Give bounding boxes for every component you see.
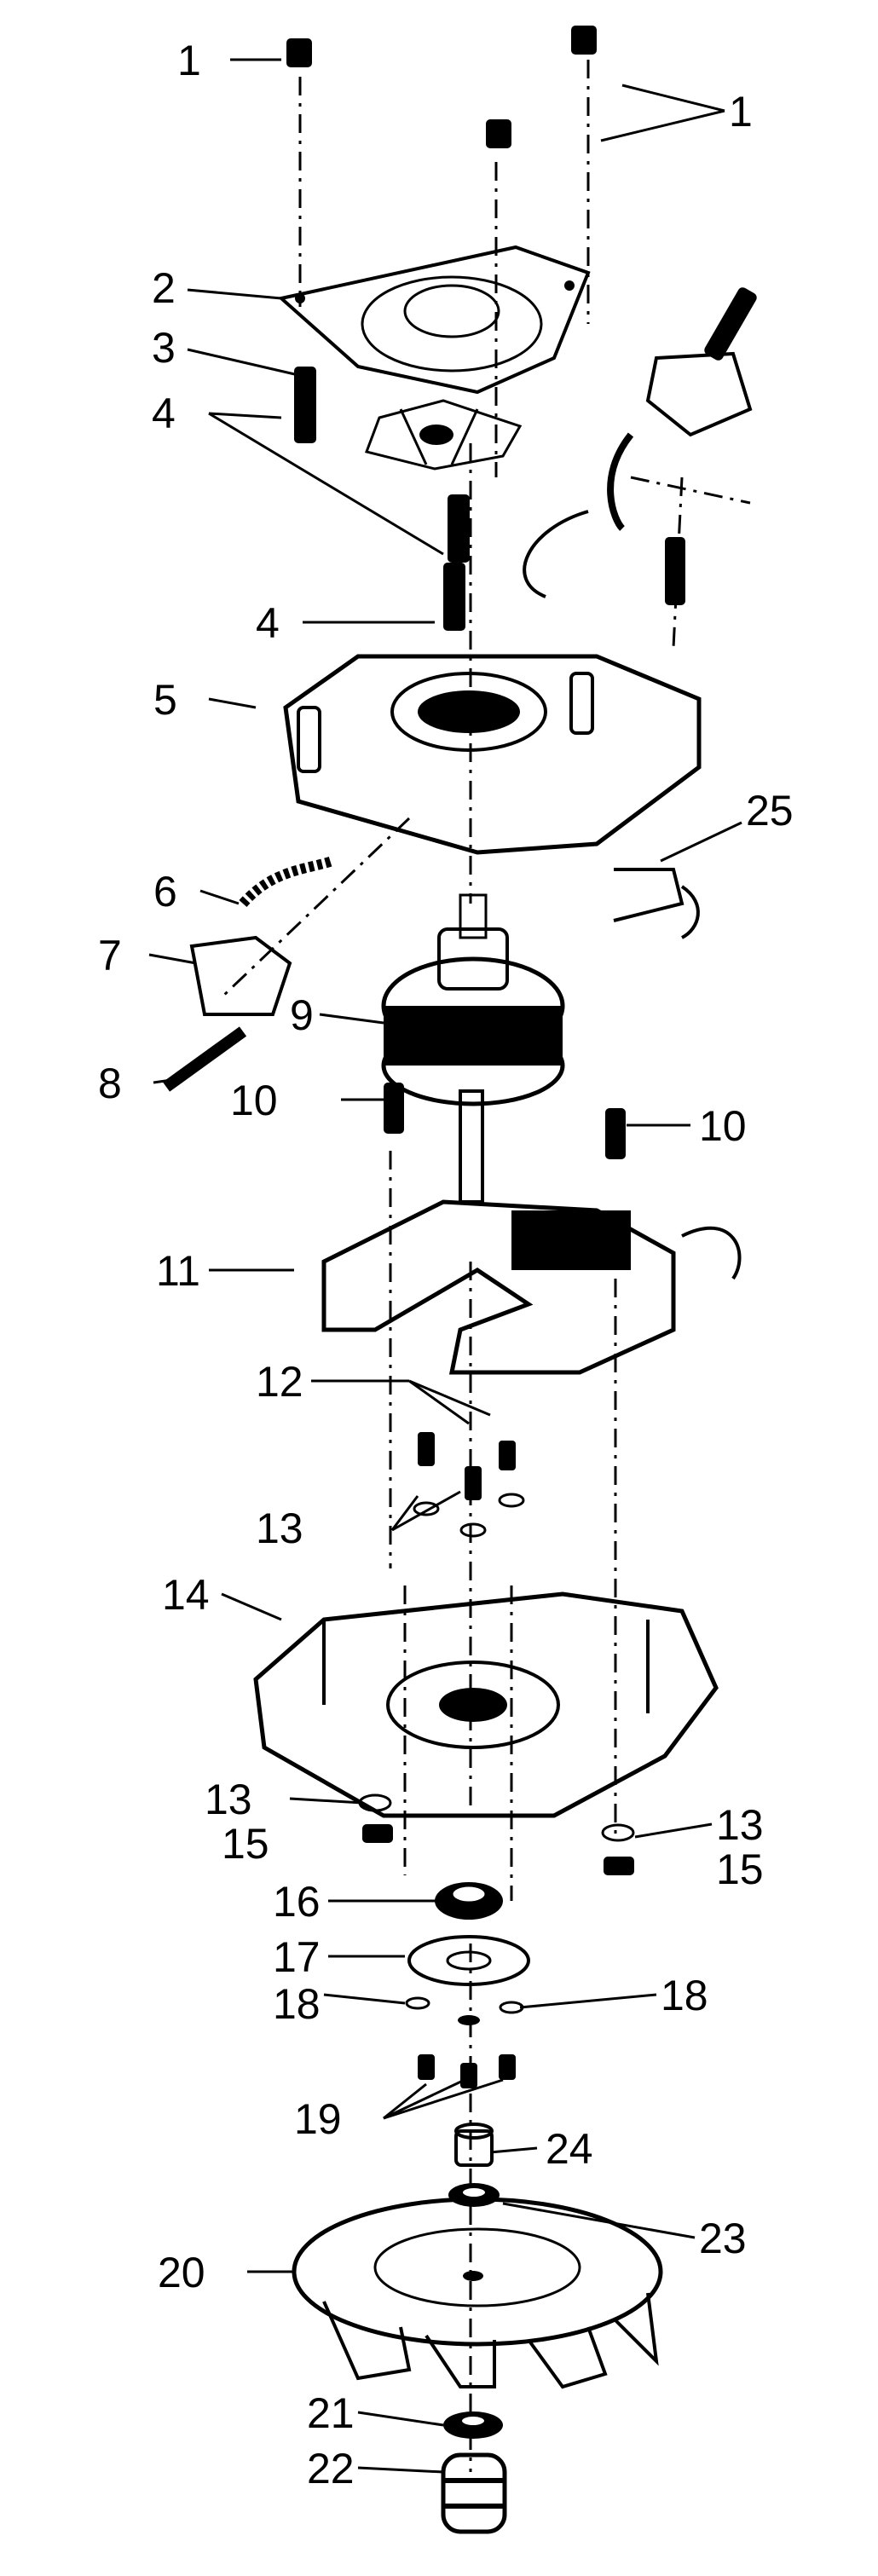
label-nut-bottom: 22 — [307, 2445, 355, 2492]
label-brush-spring: 6 — [153, 868, 177, 915]
screws-top — [286, 26, 597, 148]
center-line-brush — [220, 817, 411, 999]
label-plate-screws: 19 — [294, 2095, 342, 2143]
label-lower-housing: 14 — [162, 1571, 210, 1619]
label-motor-housing: 5 — [153, 676, 177, 724]
label-screws-top-right: 1 — [729, 88, 753, 136]
label-washer-plate-left: 18 — [273, 1980, 321, 2028]
part-labels: 1 1 2 3 4 4 5 6 7 8 9 10 10 11 12 13 14 … — [98, 37, 794, 2492]
label-spacer: 24 — [546, 2125, 593, 2173]
label-screw-middle: 4 — [256, 599, 280, 647]
brush-parts — [162, 856, 334, 1092]
field-coil — [321, 1199, 742, 1375]
lower-housing — [253, 1591, 719, 1818]
label-screws-lower: 12 — [256, 1358, 303, 1406]
label-nut-left: 15 — [222, 1820, 269, 1868]
label-fan-upper: 3 — [152, 324, 176, 372]
label-brush-holder: 7 — [98, 932, 122, 979]
spacer-seal — [448, 2123, 500, 2207]
label-screws-top-left: 1 — [177, 37, 201, 84]
label-top-cover: 2 — [152, 264, 176, 312]
label-washer-plate-right: 18 — [661, 1972, 708, 2019]
center-line-switch — [630, 476, 751, 505]
lower-screws-washers — [413, 1432, 525, 1538]
label-lock-washer: 21 — [307, 2389, 355, 2437]
screws-4 — [294, 367, 685, 631]
label-screw-field-right: 10 — [699, 1102, 747, 1150]
top-cover-plate — [277, 245, 591, 395]
label-screws-upper: 4 — [152, 390, 176, 437]
label-armature: 9 — [290, 991, 314, 1039]
bearing-group — [405, 1882, 530, 2088]
label-washers-upper: 13 — [256, 1505, 303, 1552]
leader-lines — [148, 58, 742, 2474]
label-impeller: 20 — [158, 2249, 205, 2296]
switch-assembly — [523, 287, 757, 598]
label-bearing: 16 — [273, 1878, 321, 1926]
upper-fan — [365, 399, 523, 471]
label-field-coil: 11 — [156, 1247, 200, 1295]
impeller — [292, 2197, 663, 2389]
label-nut-right: 15 — [716, 1845, 764, 1893]
side-washers-nuts — [358, 1793, 635, 1875]
switch-lead-wire — [613, 868, 700, 939]
bottom-fasteners — [441, 2411, 507, 2534]
label-switch-lead: 25 — [746, 787, 794, 835]
label-washer-left: 13 — [205, 1776, 252, 1823]
motor-housing — [283, 654, 702, 855]
label-seal-washer: 23 — [699, 2215, 747, 2262]
field-screws — [384, 1083, 626, 1159]
label-washer-right: 13 — [716, 1801, 764, 1849]
label-bearing-plate: 17 — [273, 1933, 321, 1981]
armature — [381, 893, 565, 1204]
label-screw-field-left: 10 — [230, 1077, 278, 1124]
label-brush-screw: 8 — [98, 1060, 122, 1107]
